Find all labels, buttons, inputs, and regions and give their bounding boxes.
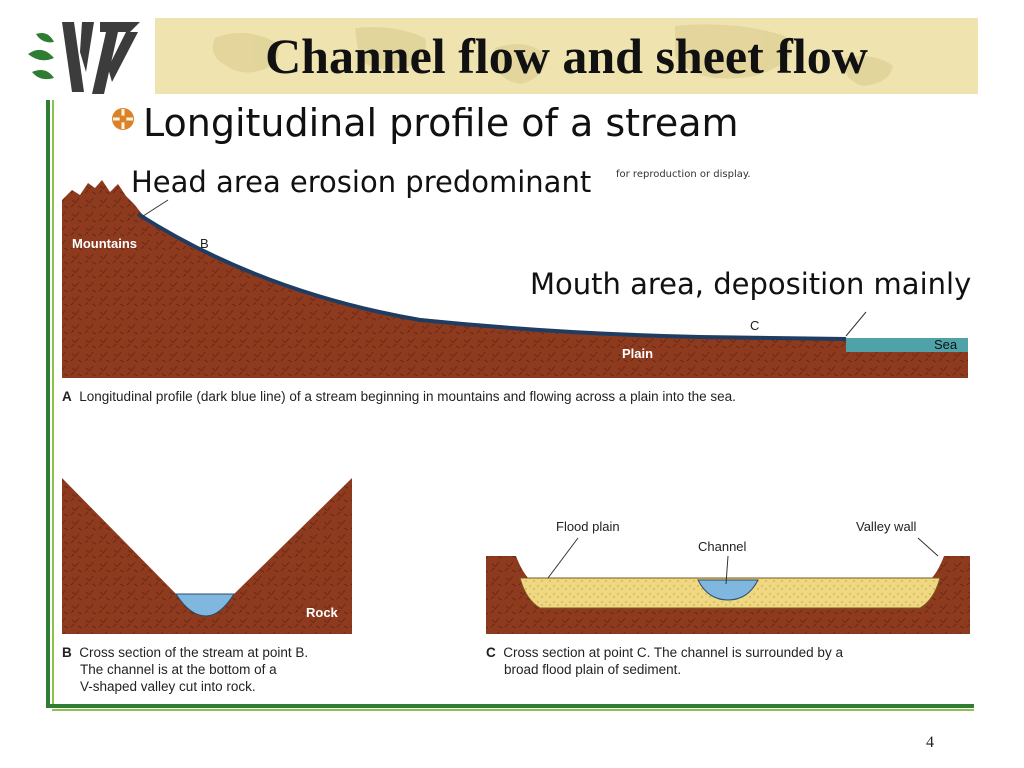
label-rock: Rock [306,605,339,620]
cross-section-c: Flood plain Channel Valley wall [486,519,970,634]
caption-c-line-2: broad flood plain of sediment. [504,662,682,677]
flood-plain-pointer [547,537,579,579]
mouth-area-note: Mouth area, deposition mainly [530,267,972,301]
caption-c: C Cross section at point C. The channel … [486,644,843,678]
bullet-heading: Longitudinal profile of a stream [143,101,739,145]
page-title: Channel flow and sheet flow [265,28,868,84]
longitudinal-profile: Mountains B C Plain Sea [62,180,968,378]
caption-a: A Longitudinal profile (dark blue line) … [62,388,736,405]
caption-b-letter: B [62,645,72,660]
mouth-pointer-line [845,311,867,337]
caption-b-line-3: V-shaped valley cut into rock. [80,679,256,694]
label-mountains: Mountains [72,236,137,251]
label-plain: Plain [622,346,653,361]
caption-a-text: Longitudinal profile (dark blue line) of… [79,389,736,404]
caption-b-line-1: Cross section of the stream at point B. [79,645,309,660]
valley-wall-pointer [917,537,939,557]
page-number: 4 [926,734,934,751]
caption-c-letter: C [486,645,496,660]
caption-b: B Cross section of the stream at point B… [62,644,308,695]
cross-section-b: Rock [62,478,352,634]
target-bullet-icon [112,108,134,130]
channel-pointer [725,555,729,585]
label-point-c: C [750,318,759,333]
label-flood-plain: Flood plain [556,519,620,534]
head-area-note: Head area erosion predominant [131,165,592,199]
frame-bottom-border [46,704,974,708]
caption-b-line-2: The channel is at the bottom of a [80,662,277,677]
frame-bottom-accent [52,709,974,711]
title-banner [155,18,978,94]
world-map-watermark [212,24,893,86]
frame-left-accent [52,100,54,708]
label-valley-wall: Valley wall [856,519,917,534]
label-point-b: B [200,236,209,251]
label-channel: Channel [698,539,747,554]
leaf-w-logo-icon [28,22,140,94]
caption-a-letter: A [62,389,72,404]
caption-c-line-1: Cross section at point C. The channel is… [503,645,843,660]
copyright-fragment: for reproduction or display. [616,169,751,180]
frame-left-border [46,100,50,708]
head-pointer-line [139,199,169,219]
label-sea: Sea [934,337,958,352]
